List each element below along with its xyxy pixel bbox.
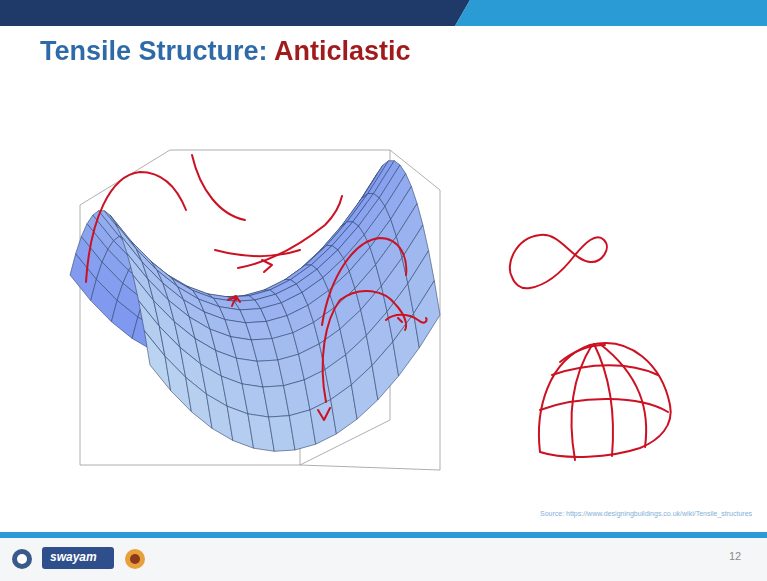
source-note: Source: https://www.designingbuildings.c… [540, 510, 752, 517]
logo-text: swayam [50, 550, 97, 564]
bounding-box [80, 150, 440, 470]
header-bar [0, 0, 470, 26]
footer-line [0, 532, 767, 538]
surface-cell [227, 406, 254, 448]
page-number: 12 [729, 550, 741, 562]
logo-circle [125, 549, 145, 569]
logo-circle [12, 549, 32, 569]
sketch-strokes [86, 155, 671, 460]
swayam-logo-box [42, 547, 114, 569]
saddle-surface [70, 161, 440, 452]
surface-cell [414, 281, 440, 348]
header-accent [455, 0, 767, 26]
logo-inner [17, 554, 27, 564]
logo-inner [130, 554, 140, 564]
slide-title: Tensile Structure: Anticlastic [40, 36, 411, 67]
footer-bar [0, 538, 767, 581]
